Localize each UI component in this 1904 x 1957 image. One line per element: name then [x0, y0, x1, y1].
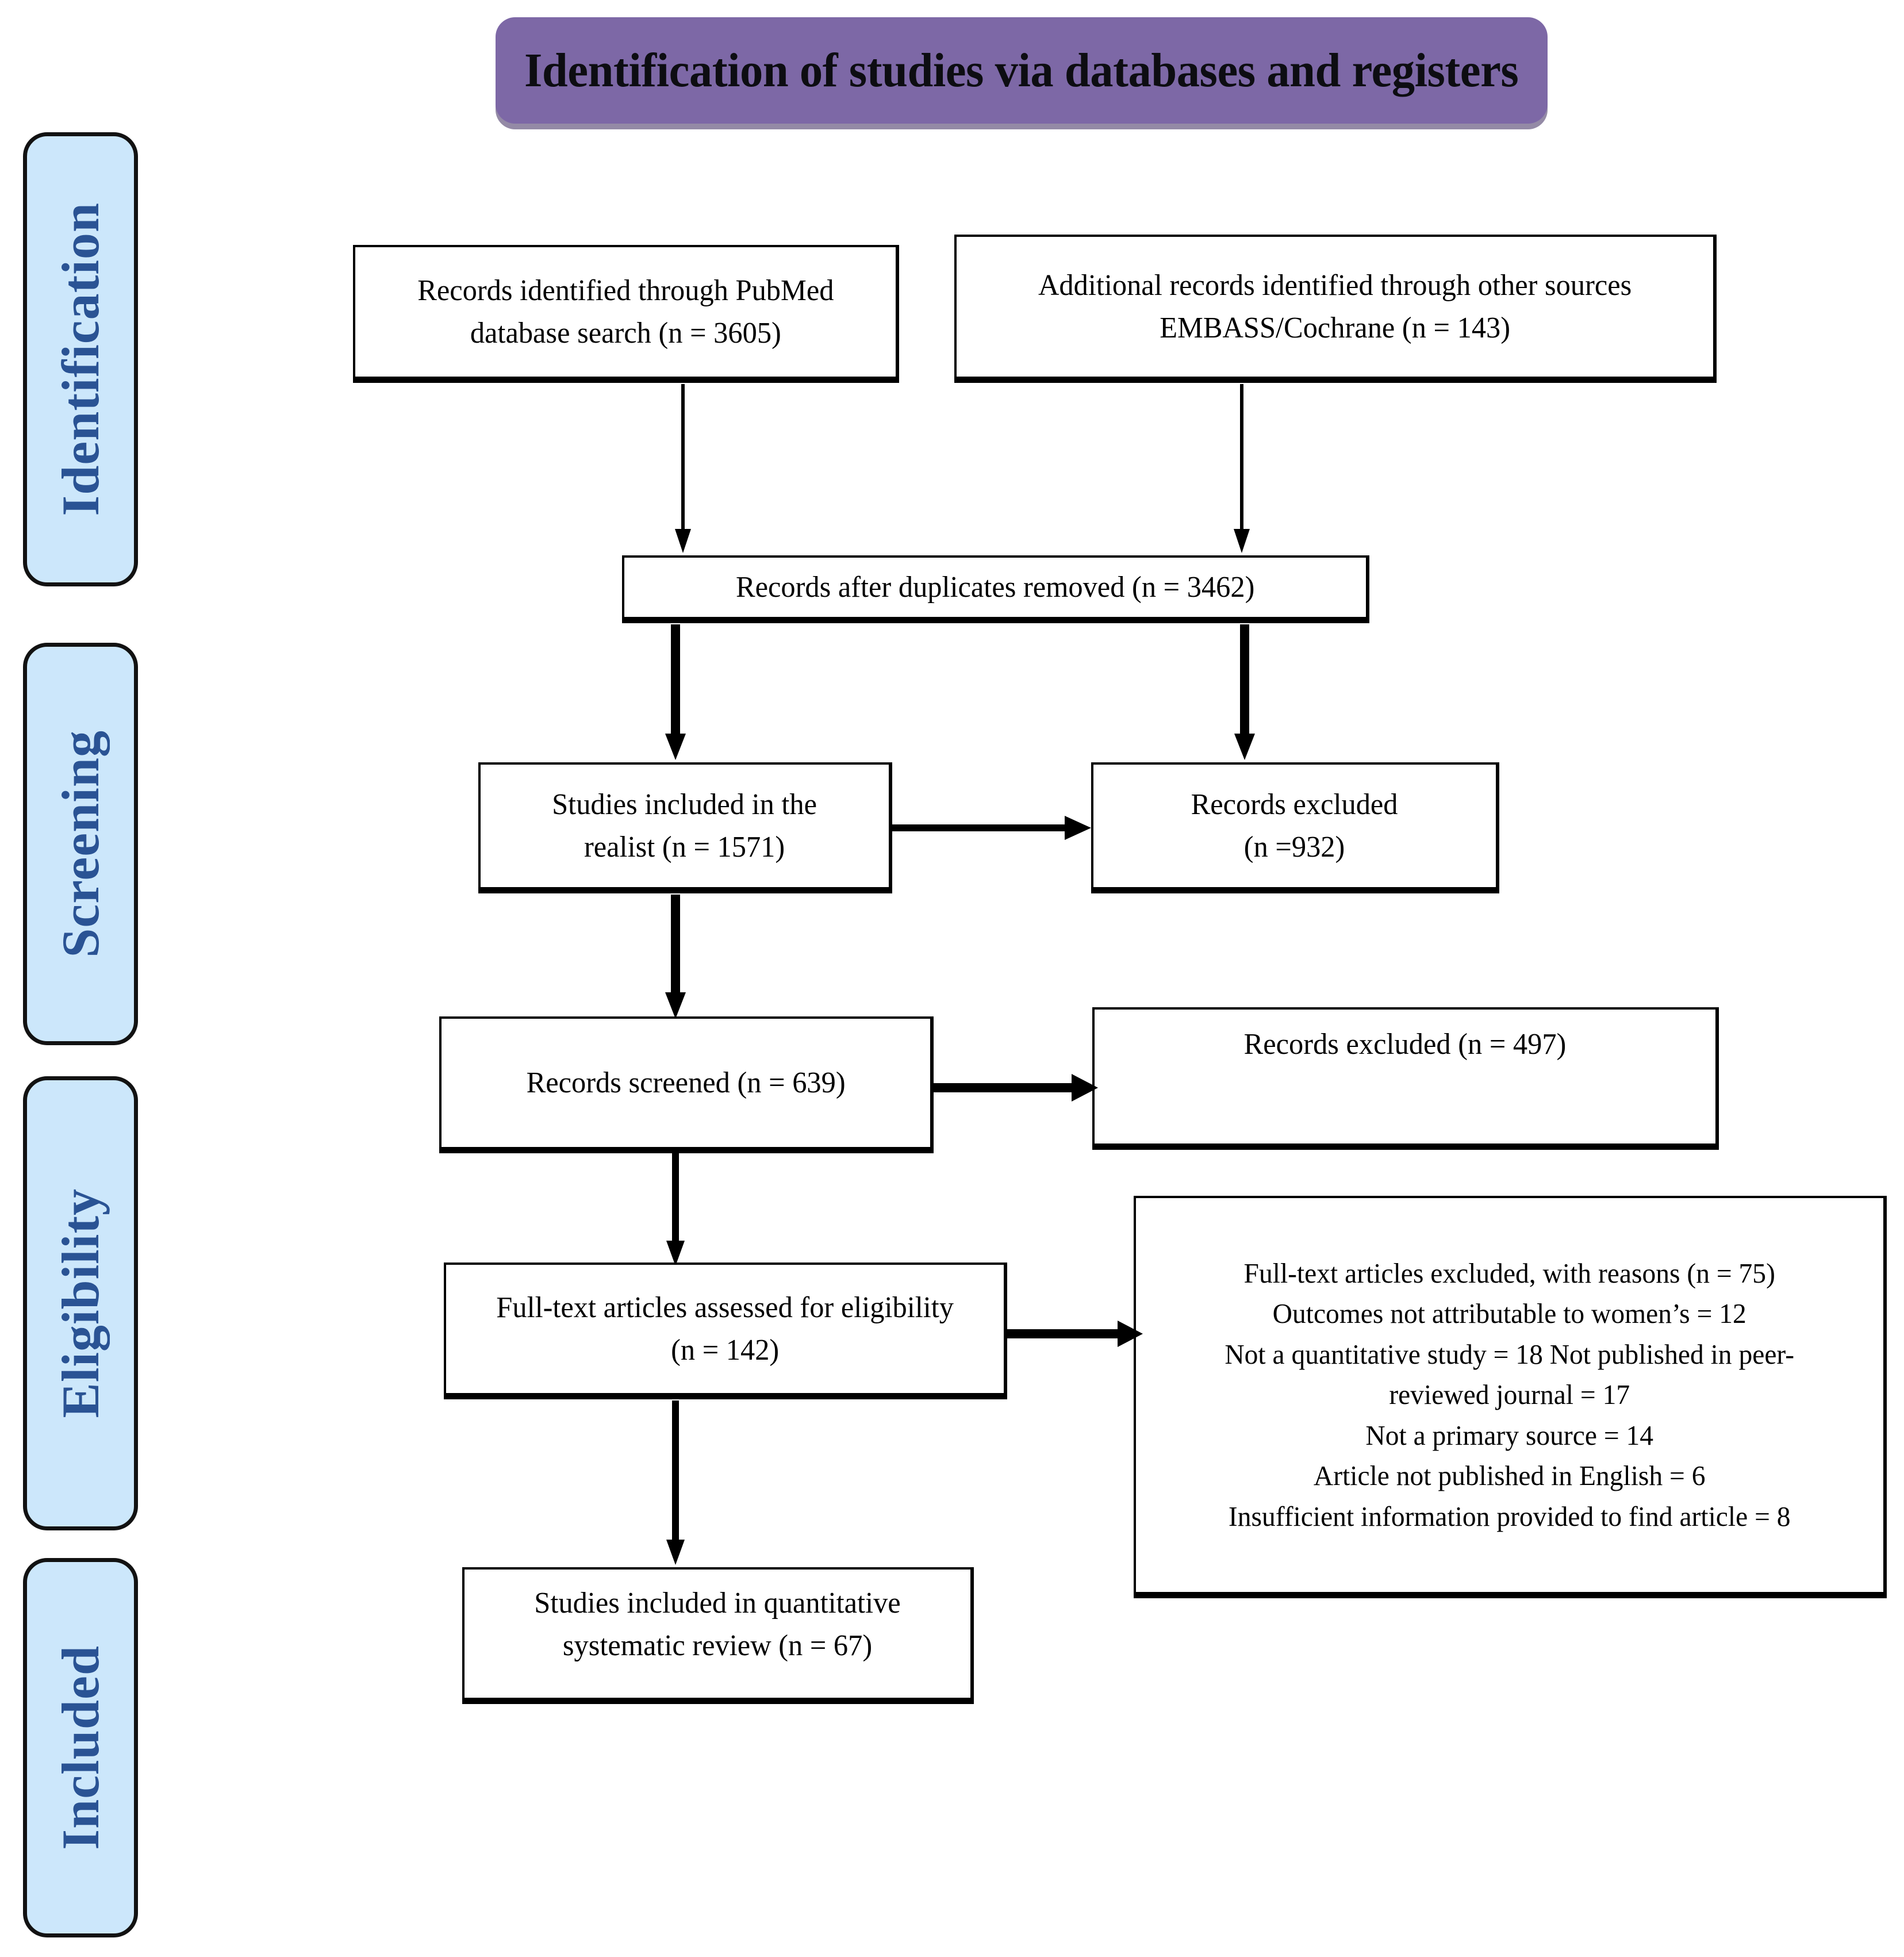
box-other-sources-records-line2: EMBASS/Cochrane (n = 143) — [1160, 311, 1510, 344]
phase-label-included-text: Included — [51, 1645, 110, 1850]
arrow-fulltext-assessed-to-final-included — [662, 1400, 689, 1567]
arrow-records-screened-to-records-excluded-497 — [934, 1070, 1100, 1105]
box-final-included-content: Studies included in quantitative systema… — [485, 1582, 951, 1667]
box-fulltext-assessed-line2: (n = 142) — [670, 1333, 780, 1367]
box-fulltext-excluded-reasons-line7: Insufficient information provided to fin… — [1229, 1500, 1791, 1532]
box-fulltext-excluded-reasons-line6: Article not published in English = 6 — [1314, 1460, 1706, 1492]
box-records-excluded-932-line2: (n =932) — [1244, 830, 1345, 864]
box-fulltext-excluded-reasons-line3: Not a quantitative study = 18 Not publis… — [1224, 1338, 1795, 1370]
box-other-sources-records: Additional records identified through ot… — [954, 235, 1717, 383]
page-title: Identification of studies via databases … — [524, 44, 1519, 97]
box-records-excluded-497: Records excluded (n = 497) — [1092, 1007, 1719, 1150]
box-realist-included-line2: realist (n = 1571) — [584, 830, 785, 864]
box-records-excluded-932-line1: Records excluded — [1191, 788, 1398, 821]
phase-label-screening-text: Screening — [51, 730, 110, 958]
arrow-realist-to-records-excluded-932 — [892, 811, 1093, 845]
box-final-included-line2: systematic review (n = 67) — [562, 1629, 873, 1662]
box-pubmed-records-line2: database search (n = 3605) — [470, 316, 781, 350]
arrow-duplicates-to-realist — [661, 624, 690, 762]
box-records-excluded-497-line1: Records excluded (n = 497) — [1243, 1028, 1567, 1061]
arrow-pubmed-to-duplicates — [671, 384, 694, 557]
box-duplicates-removed-line1: Records after duplicates removed (n = 34… — [735, 570, 1255, 604]
box-other-sources-records-line1: Additional records identified through ot… — [1038, 268, 1632, 302]
box-fulltext-excluded-reasons-line5: Not a primary source = 14 — [1365, 1419, 1654, 1451]
phase-label-eligibility: Eligibility — [23, 1076, 138, 1530]
box-fulltext-excluded-reasons-content: Full-text articles excluded, with reason… — [1225, 1253, 1795, 1537]
phase-label-eligibility-text: Eligibility — [51, 1188, 110, 1418]
box-fulltext-assessed: Full-text articles assessed for eligibil… — [444, 1263, 1007, 1399]
box-fulltext-excluded-reasons-line1: Full-text articles excluded, with reason… — [1243, 1257, 1776, 1289]
box-duplicates-removed: Records after duplicates removed (n = 34… — [622, 555, 1369, 623]
box-pubmed-records: Records identified through PubMed databa… — [353, 245, 899, 383]
arrow-duplicates-to-records-excluded-932 — [1230, 624, 1259, 762]
box-records-excluded-497-content: Records excluded (n = 497) — [1116, 1023, 1694, 1066]
arrow-records-screened-to-fulltext-assessed — [662, 1153, 689, 1268]
box-final-included-line1: Studies included in quantitative — [534, 1587, 901, 1620]
arrow-fulltext-assessed-to-excluded-reasons — [1007, 1317, 1145, 1351]
box-records-excluded-932: Records excluded (n =932) — [1091, 762, 1499, 893]
diagram-title-banner: Identification of studies via databases … — [496, 17, 1548, 124]
box-fulltext-assessed-line1: Full-text articles assessed for eligibil… — [496, 1291, 954, 1324]
box-realist-included-line1: Studies included in the — [552, 788, 817, 821]
phase-label-identification: Identification — [23, 132, 138, 586]
box-fulltext-excluded-reasons-line4: reviewed journal = 17 — [1389, 1379, 1630, 1411]
arrow-other-sources-to-duplicates — [1230, 384, 1253, 557]
phase-label-screening: Screening — [23, 643, 138, 1045]
box-realist-included: Studies included in the realist (n = 157… — [478, 762, 892, 893]
box-pubmed-records-line1: Records identified through PubMed — [417, 274, 834, 307]
box-records-screened-line1: Records screened (n = 639) — [526, 1066, 846, 1099]
phase-label-identification-text: Identification — [51, 202, 110, 516]
box-records-screened: Records screened (n = 639) — [439, 1016, 934, 1153]
phase-label-included: Included — [23, 1558, 138, 1937]
box-fulltext-excluded-reasons: Full-text articles excluded, with reason… — [1134, 1196, 1887, 1598]
box-fulltext-excluded-reasons-line2: Outcomes not attributable to women’s = 1… — [1272, 1298, 1747, 1330]
box-final-included: Studies included in quantitative systema… — [462, 1567, 974, 1704]
arrow-realist-to-records-screened — [661, 895, 690, 1021]
